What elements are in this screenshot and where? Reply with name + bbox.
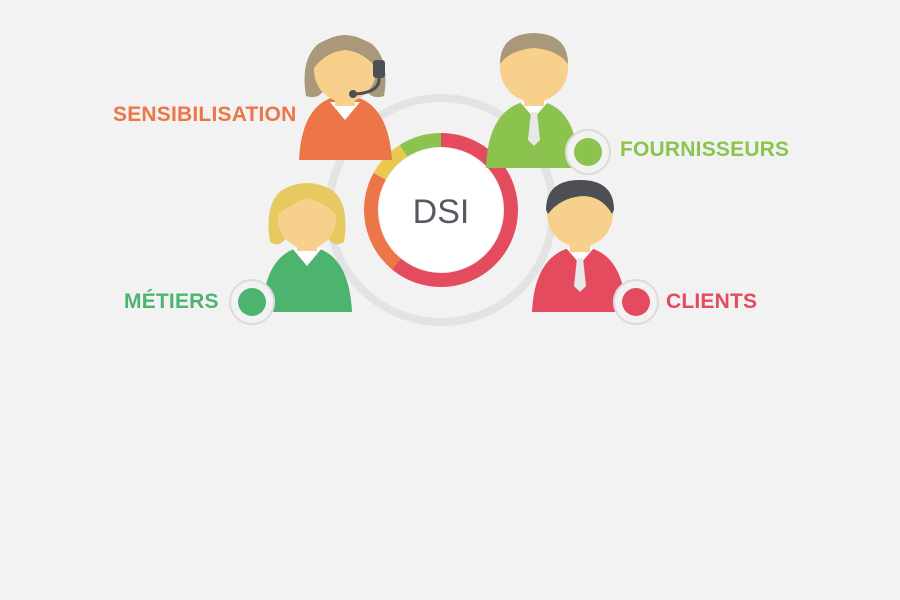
person-fournisseurs-icon — [486, 33, 611, 175]
label-metiers: MÉTIERS — [124, 290, 219, 313]
ring-segment-3 — [399, 133, 442, 157]
person-sensibilisation-icon — [299, 35, 392, 160]
person-clients-icon — [532, 180, 659, 325]
ring-segment-0 — [391, 133, 518, 287]
center-label: DSI — [413, 193, 470, 231]
center-circle — [379, 148, 503, 272]
ring-segment-1 — [364, 172, 402, 270]
person-metiers-icon — [229, 183, 352, 325]
label-sensibilisation: SENSIBILISATION — [113, 103, 297, 126]
ring-segment-2 — [373, 144, 408, 180]
label-clients: CLIENTS — [666, 290, 758, 313]
label-fournisseurs: FOURNISSEURS — [620, 138, 790, 161]
segmented-ring — [364, 133, 518, 287]
